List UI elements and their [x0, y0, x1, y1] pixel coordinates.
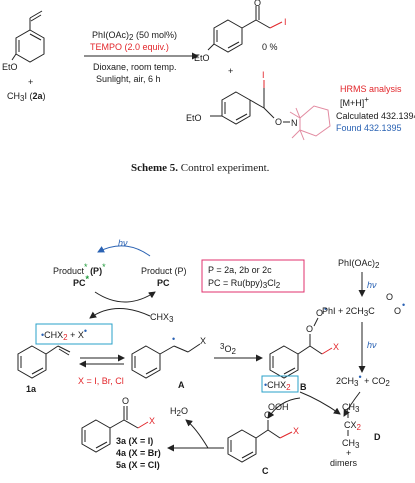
- yield-label: 0 %: [262, 42, 278, 52]
- water-loss-arrow: [185, 419, 209, 449]
- d-cx2: CX2: [344, 420, 362, 432]
- svg-text:•: •: [402, 300, 405, 310]
- peroxy-o1: O: [306, 324, 313, 334]
- styrene-1a: [17, 345, 71, 379]
- label-d: D: [374, 432, 381, 442]
- hrms-title: HRMS analysis: [340, 84, 402, 94]
- ch3i-reagent: CH3I (2a): [7, 91, 45, 103]
- adduct-iodo: I: [262, 70, 265, 80]
- svg-text:•: •: [172, 334, 175, 344]
- d-ch3-bottom: CH3: [342, 438, 360, 450]
- chx2-radical: •CHX2 + X•: [41, 326, 87, 342]
- radical-a-structure: • X: [131, 334, 206, 379]
- b-to-c-arrow: [267, 397, 301, 419]
- condition-solvent: Dioxane, room temp.: [93, 62, 177, 72]
- peroxy-o2: O: [316, 308, 323, 318]
- pc-label: PC: [157, 278, 170, 288]
- water-label: H2O: [170, 406, 188, 418]
- scheme-caption: Scheme 5. Control experiment.: [131, 162, 270, 174]
- cycle-return-arrow: [94, 291, 156, 303]
- hv-label-3: hν: [367, 340, 377, 350]
- condition-light: Sunlight, air, 6 h: [96, 74, 161, 84]
- methyl-radical: 2CH3• + CO2: [336, 372, 390, 388]
- triplet-oxygen: 3O2: [220, 342, 236, 356]
- styrene-label-1a: 1a: [26, 384, 37, 394]
- hydroperoxide-c: O OOH X: [227, 402, 299, 463]
- hydroperoxy-o: O: [264, 410, 271, 420]
- hrms-found: Found 432.1395: [336, 123, 402, 133]
- peroxy-x: X: [333, 342, 339, 352]
- adduct-eto: EtO: [186, 113, 202, 123]
- radical-to-d-arrow: [299, 391, 341, 415]
- hydroperoxy-x: X: [293, 426, 299, 436]
- hrms-calculated: Calculated 432.1394: [336, 111, 415, 121]
- radical-box: [35, 323, 113, 345]
- tempo-adduct-structure: I O N EtO: [186, 70, 331, 141]
- product-5a: 5a (X = Cl): [116, 460, 160, 470]
- product-d-structure: CH3 CX2 CH3: [342, 402, 362, 450]
- d-plus: +: [346, 448, 351, 458]
- final-x: X: [149, 416, 155, 426]
- peroxy-radical-b: O O • X: [269, 304, 339, 379]
- eto-label: EtO: [2, 62, 18, 72]
- d-ch3-top: CH3: [342, 402, 360, 414]
- phioac2-label: PhI(OAc)2: [338, 258, 380, 270]
- ketone-o-label: O: [254, 0, 261, 8]
- chx3-reagent: CHX3: [150, 312, 174, 324]
- set-arrow: [89, 307, 151, 319]
- svg-text:•: •: [324, 304, 327, 314]
- chx2-box-lower: [261, 375, 299, 393]
- final-o: O: [122, 396, 129, 406]
- box-pc-def: PC = Ru(bpy)3Cl2: [208, 278, 281, 290]
- tempo-reagent: TEMPO (2.0 equiv.): [90, 42, 169, 52]
- adduct-n: N: [291, 118, 298, 128]
- iodo-label: I: [284, 17, 287, 27]
- hrms-ion: [M+H]+: [340, 95, 369, 108]
- radical-a-x: X: [200, 336, 206, 346]
- product-p-label: Product (P): [141, 266, 187, 276]
- pc-star-label: PC*: [73, 274, 90, 288]
- methyl-to-d-arrow: [343, 391, 361, 417]
- reagent-phioac2: PhI(OAc)2 (50 mol%): [92, 30, 177, 42]
- hydroperoxy-ooh: OOH: [268, 402, 289, 412]
- hv-label-cycle: hν: [118, 238, 128, 248]
- plus-sign-2: +: [228, 66, 233, 76]
- acetoxy-o-side: O: [394, 306, 401, 316]
- eto-label-product: EtO: [194, 53, 210, 63]
- box-p-def: P = 2a, 2b or 2c: [208, 265, 272, 275]
- label-b: B: [300, 382, 307, 392]
- phi-acetoxy: PhI + 2CH3C: [322, 306, 375, 318]
- definition-box: [201, 259, 305, 293]
- product-4a: 4a (X = Br): [116, 448, 161, 458]
- hv-label-2: hν: [367, 280, 377, 290]
- iodoketone-structure: O I EtO: [194, 0, 287, 63]
- photo-arrow: [97, 245, 151, 257]
- product-star-label: Product* (P)*: [53, 262, 106, 276]
- product-3a: 3a (X = I): [116, 436, 153, 446]
- plus-sign: +: [28, 77, 33, 87]
- halide-list: X = I, Br, Cl: [78, 376, 124, 386]
- dimers-label: dimers: [330, 458, 358, 468]
- ethoxystyrene-structure: EtO: [2, 10, 45, 72]
- final-ketone-structure: O X: [81, 396, 155, 453]
- label-a: A: [178, 380, 185, 390]
- acetoxy-o-top: O: [386, 292, 393, 302]
- label-c: C: [262, 466, 269, 476]
- adduct-o: O: [275, 117, 282, 127]
- chx2-radical-lower: •CHX2: [264, 380, 291, 392]
